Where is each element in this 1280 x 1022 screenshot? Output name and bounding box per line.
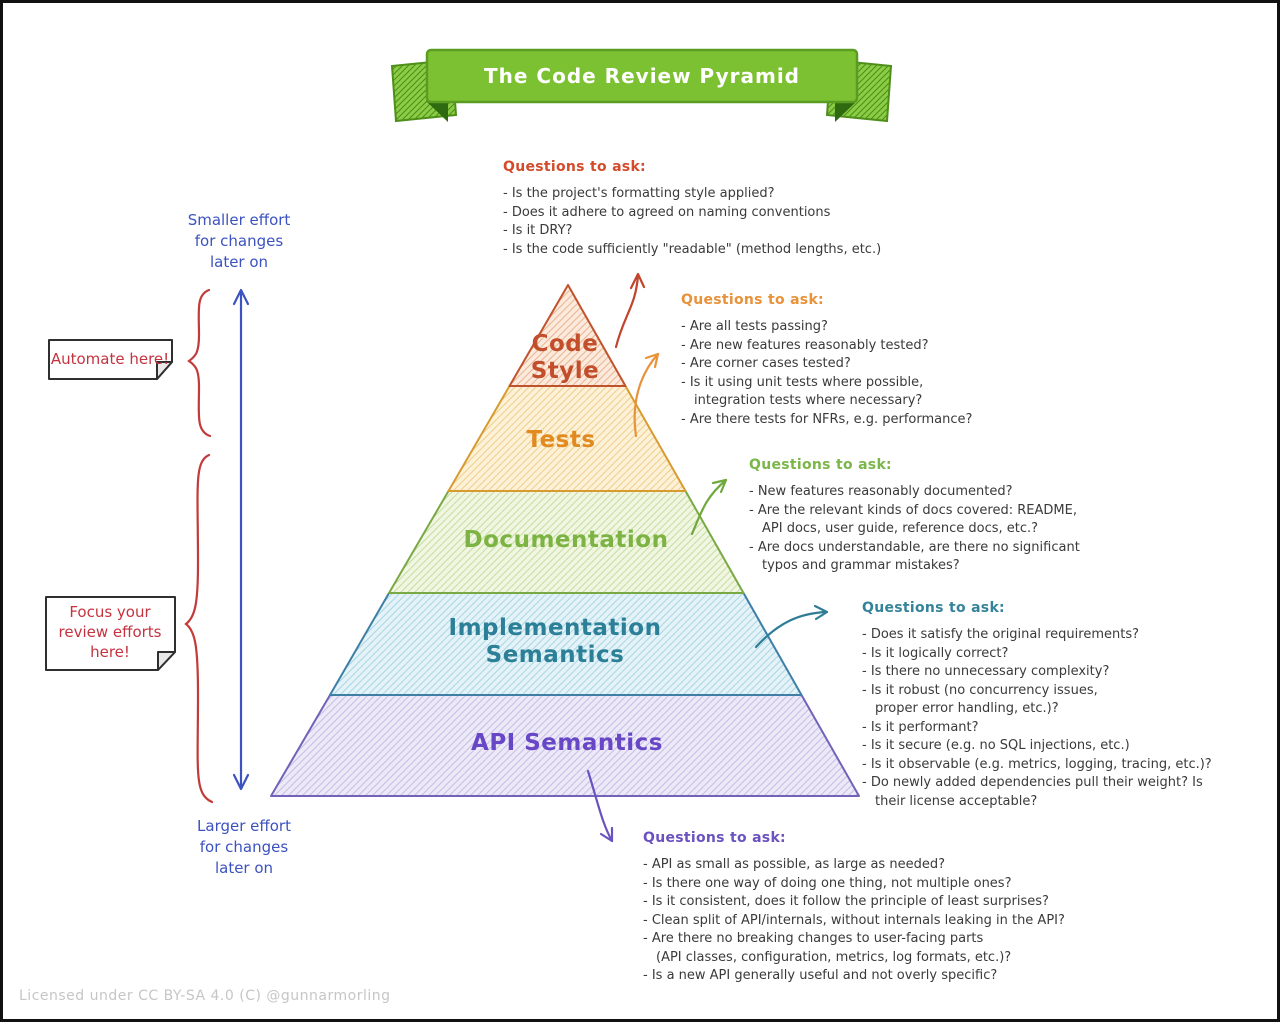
connector-arrows [586,272,829,843]
question-item: Is it secure (e.g. no SQL injections, et… [862,737,1277,756]
question-item: Does it satisfy the original requirement… [862,626,1277,645]
api-semantics-questions-list: API as small as possible, as large as ne… [643,856,1155,986]
layer-label-documentation: Documentation [463,527,669,553]
implementation-arrow [754,604,829,649]
braces [184,288,214,804]
implementation-semantics-questions-list: Does it satisfy the original requirement… [862,626,1277,811]
banner-ribbon [425,48,859,104]
documentation-questions-list: New features reasonably documented? Are … [749,483,1149,576]
implementation-semantics-questions-block: Questions to ask: Does it satisfy the or… [862,600,1277,811]
question-item: Is it DRY? [503,222,943,241]
layer-label-implementation-semantics: Implementation Semantics [448,615,662,668]
focus-note-fold [157,651,176,671]
question-item: Is it consistent, does it follow the pri… [643,893,1155,912]
question-item: Is it performant? [862,719,1277,738]
question-item: Are there tests for NFRs, e.g. performan… [681,411,1041,430]
tests-questions-list: Are all tests passing? Are new features … [681,318,1041,429]
banner-left-fold [426,101,448,122]
tests-arrow [633,352,660,438]
question-item: Are the relevant kinds of docs covered: … [749,502,1149,539]
question-item: Are corner cases tested? [681,355,1041,374]
effort-double-arrow [232,288,250,791]
tests-questions-heading: Questions to ask: [681,292,824,308]
question-item: Are new features reasonably tested? [681,337,1041,356]
sticky-notes [45,339,176,671]
layer-label-api-semantics: API Semantics [471,730,663,756]
documentation-questions-heading: Questions to ask: [749,457,892,473]
question-item: Does it adhere to agreed on naming conve… [503,204,943,223]
question-item: Is it using unit tests where possible, i… [681,374,1041,411]
layer-label-tests: Tests [526,427,596,453]
pyramid [270,284,860,797]
code-style-questions-heading: Questions to ask: [503,159,646,175]
license-text: Licensed under CC BY-SA 4.0 (C) @gunnarm… [19,988,391,1004]
question-item: Are docs understandable, are there no si… [749,539,1149,576]
question-item: Is it logically correct? [862,645,1277,664]
api-arrow [586,769,614,843]
automate-note-fold [156,361,173,380]
focus-note-label: Focus your review efforts here! [58,603,162,661]
documentation-questions-block: Questions to ask: New features reasonabl… [749,457,1149,576]
automate-note-label: Automate here! [50,350,170,368]
question-item: Is it robust (no concurrency issues, pro… [862,682,1277,719]
question-item: Are all tests passing? [681,318,1041,337]
smaller-effort-label: Smaller effort for changes later on [187,211,291,271]
question-item: Clean split of API/internals, without in… [643,912,1155,931]
question-item: Do newly added dependencies pull their w… [862,774,1277,811]
diagram-artwork [45,48,893,843]
layer-label-code-style: Code Style [530,331,600,384]
code-style-questions-block: Questions to ask: Is the project's forma… [503,159,943,259]
question-item: Are there no breaking changes to user-fa… [643,930,1155,967]
tests-questions-block: Questions to ask: Are all tests passing?… [681,292,1041,429]
focus-brace [184,453,214,804]
implementation-semantics-questions-heading: Questions to ask: [862,600,1005,616]
documentation-arrow [690,478,728,536]
banner-right-fold [835,101,857,122]
code-style-questions-list: Is the project's formatting style applie… [503,185,943,259]
question-item: Is the project's formatting style applie… [503,185,943,204]
larger-effort-label: Larger effort for changes later on [197,817,291,877]
effort-arrowhead-down [232,773,250,791]
page-title: The Code Review Pyramid [484,64,800,88]
automate-brace [187,288,212,438]
question-item: Is there no unnecessary complexity? [862,663,1277,682]
api-semantics-questions-heading: Questions to ask: [643,830,786,846]
title-banner [390,48,893,123]
api-semantics-questions-block: Questions to ask: API as small as possib… [643,830,1155,986]
question-item: Is a new API generally useful and not ov… [643,967,1155,986]
effort-arrowhead-up [232,288,250,306]
question-item: Is the code sufficiently "readable" (met… [503,241,943,260]
question-item: Is it observable (e.g. metrics, logging,… [862,756,1277,775]
code-style-arrow [614,272,646,349]
question-item: New features reasonably documented? [749,483,1149,502]
question-item: Is there one way of doing one thing, not… [643,875,1155,894]
question-item: API as small as possible, as large as ne… [643,856,1155,875]
pyramid-layer-code-style [508,284,627,387]
